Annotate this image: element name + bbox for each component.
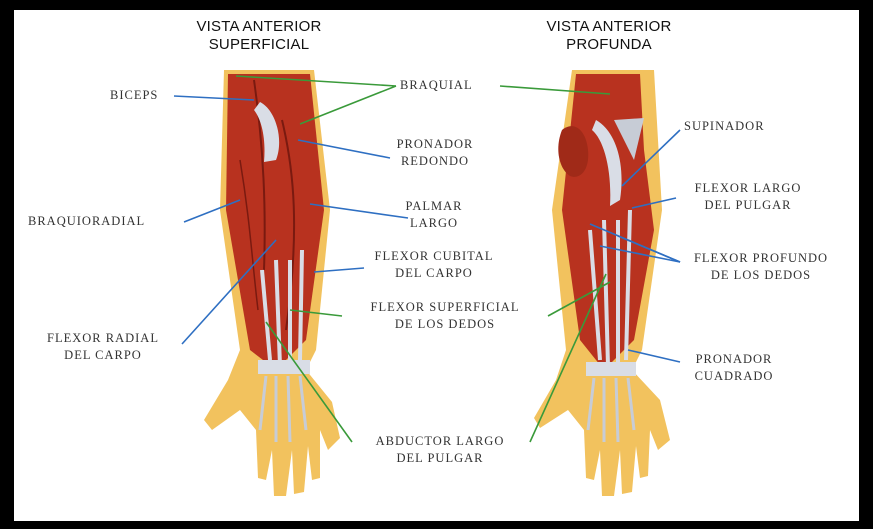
label-flexor-cubital: FLEXOR CUBITAL DEL CARPO bbox=[364, 248, 504, 282]
label-flexor-largo-pulgar-line1: FLEXOR LARGO bbox=[678, 180, 818, 197]
label-palmar-largo: PALMAR LARGO bbox=[398, 198, 470, 232]
label-flexor-superficial: FLEXOR SUPERFICIAL DE LOS DEDOS bbox=[342, 299, 548, 333]
label-flexor-radial-line1: FLEXOR RADIAL bbox=[28, 330, 178, 347]
label-flexor-radial-line2: DEL CARPO bbox=[28, 347, 178, 364]
label-palmar-largo-line2: LARGO bbox=[398, 215, 470, 232]
heading-superficial-line1: VISTA ANTERIOR bbox=[174, 18, 344, 36]
label-pronador-cuadrado-line2: CUADRADO bbox=[678, 368, 790, 385]
label-pronador-redondo-line1: PRONADOR bbox=[380, 136, 490, 153]
heading-superficial: VISTA ANTERIOR SUPERFICIAL bbox=[174, 18, 344, 54]
label-flexor-cubital-line2: DEL CARPO bbox=[364, 265, 504, 282]
label-flexor-radial: FLEXOR RADIAL DEL CARPO bbox=[28, 330, 178, 364]
heading-profunda-line1: VISTA ANTERIOR bbox=[524, 18, 694, 36]
label-biceps: BICEPS bbox=[110, 87, 158, 104]
label-pronador-redondo: PRONADOR REDONDO bbox=[380, 136, 490, 170]
label-pronador-redondo-line2: REDONDO bbox=[380, 153, 490, 170]
label-flexor-superficial-line1: FLEXOR SUPERFICIAL bbox=[342, 299, 548, 316]
label-flexor-largo-pulgar-line2: DEL PULGAR bbox=[678, 197, 818, 214]
heading-profunda: VISTA ANTERIOR PROFUNDA bbox=[524, 18, 694, 54]
label-flexor-cubital-line1: FLEXOR CUBITAL bbox=[364, 248, 504, 265]
label-palmar-largo-line1: PALMAR bbox=[398, 198, 470, 215]
heading-superficial-line2: SUPERFICIAL bbox=[174, 36, 344, 54]
label-braquial: BRAQUIAL bbox=[400, 77, 473, 94]
label-abductor-largo-line2: DEL PULGAR bbox=[352, 450, 528, 467]
label-pronador-cuadrado: PRONADOR CUADRADO bbox=[678, 351, 790, 385]
label-flexor-profundo-line2: DE LOS DEDOS bbox=[678, 267, 844, 284]
label-flexor-superficial-line2: DE LOS DEDOS bbox=[342, 316, 548, 333]
label-flexor-largo-pulgar: FLEXOR LARGO DEL PULGAR bbox=[678, 180, 818, 214]
diagram-panel: VISTA ANTERIOR SUPERFICIAL VISTA ANTERIO… bbox=[14, 10, 859, 521]
label-abductor-largo-line1: ABDUCTOR LARGO bbox=[352, 433, 528, 450]
label-flexor-profundo-line1: FLEXOR PROFUNDO bbox=[678, 250, 844, 267]
heading-profunda-line2: PROFUNDA bbox=[524, 36, 694, 54]
label-supinador: SUPINADOR bbox=[684, 118, 765, 135]
arm-superficial bbox=[204, 70, 340, 496]
label-abductor-largo: ABDUCTOR LARGO DEL PULGAR bbox=[352, 433, 528, 467]
label-braquioradial: BRAQUIORADIAL bbox=[28, 213, 145, 230]
label-pronador-cuadrado-line1: PRONADOR bbox=[678, 351, 790, 368]
label-flexor-profundo: FLEXOR PROFUNDO DE LOS DEDOS bbox=[678, 250, 844, 284]
